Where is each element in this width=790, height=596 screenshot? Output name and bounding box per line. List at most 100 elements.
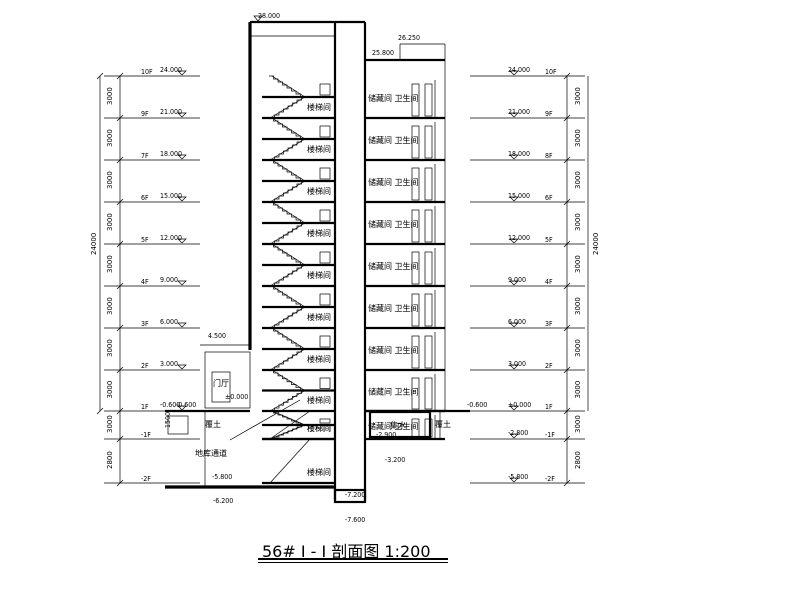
small-dim-label: 1500 — [164, 412, 172, 428]
right-dim-label: 3000 — [574, 339, 582, 357]
left-floor-label: 2F — [141, 362, 149, 370]
right-dim-label: 3000 — [574, 87, 582, 105]
dim-tick — [563, 72, 571, 80]
right-floor-label: -1F — [545, 431, 555, 439]
stair-stringer — [269, 424, 306, 440]
left-floor-label: -1F — [141, 431, 151, 439]
right-floor-label: 6F — [545, 194, 553, 202]
stair-opening — [319, 167, 331, 180]
window-frame — [411, 83, 420, 117]
soil-label-left: 覆土 — [205, 419, 221, 429]
window-frame — [424, 125, 433, 159]
elev-marker — [509, 70, 519, 76]
elev-marker — [177, 238, 187, 244]
dim-tick — [563, 435, 571, 443]
left-dim-label: 3000 — [106, 255, 114, 273]
dim-tick — [116, 324, 124, 332]
dim-tick — [116, 407, 124, 415]
stair-stringer — [269, 222, 306, 245]
room-label: 储藏间 卫生间 — [368, 345, 419, 355]
stair-stringer — [269, 96, 306, 119]
soil-label-right: 覆土 — [435, 419, 451, 429]
right-elev-label: 9.000 — [508, 276, 526, 284]
right-total-dim: 24000 — [592, 233, 600, 255]
left-dim-label: 3000 — [106, 339, 114, 357]
window-frame — [411, 125, 420, 159]
entrance-frame — [204, 351, 251, 409]
left-floor-label: 5F — [141, 236, 149, 244]
right-dim-label: 3000 — [574, 381, 582, 399]
window-frame — [411, 167, 420, 201]
dim-tick — [563, 324, 571, 332]
room-label: 储藏间 卫生间 — [368, 261, 419, 271]
elev-marker — [177, 70, 187, 76]
dim-tick — [563, 407, 571, 415]
door-label: 门厅 — [213, 378, 229, 388]
stair-stringer — [269, 306, 306, 329]
left-floor-label: 4F — [141, 278, 149, 286]
entry-low-elevation: -0.600 — [176, 401, 196, 409]
left-floor-label: 7F — [141, 152, 149, 160]
right-pit-elevation: -2.900 — [376, 431, 396, 439]
dim-tick — [116, 72, 124, 80]
stair-low-elevation: -5.800 — [212, 473, 232, 481]
dim-tick — [116, 282, 124, 290]
stair-stringer — [269, 180, 306, 203]
right-dim-label: 3000 — [574, 213, 582, 231]
basement-low-elevation: -6.200 — [213, 497, 233, 505]
dim-tick — [116, 156, 124, 164]
left-floor-label: 3F — [141, 320, 149, 328]
canopy-elevation: 4.500 — [208, 332, 226, 340]
elev-marker — [177, 280, 187, 286]
stair-stringer — [271, 159, 306, 182]
left-floor-label: 6F — [141, 194, 149, 202]
elev-marker — [509, 154, 519, 160]
dim-tick — [116, 240, 124, 248]
passage-label: 地库通道 — [195, 448, 227, 458]
stair-flight — [269, 327, 305, 350]
left-floor-label: -2F — [141, 475, 151, 483]
basement-stair-stringer — [269, 410, 311, 440]
dim-tick — [96, 407, 104, 415]
stair-room-label: 楼梯间 — [307, 144, 331, 154]
elev-marker — [509, 238, 519, 244]
stair-stringer — [271, 327, 306, 350]
stair-flight — [269, 369, 305, 391]
stair-opening — [319, 293, 331, 306]
dim-tick — [116, 435, 124, 443]
stair-stringer — [271, 75, 306, 98]
left-elev-label: 18.000 — [160, 150, 182, 158]
elev-marker — [509, 364, 519, 370]
dim-tick — [563, 240, 571, 248]
left-elev-label: 6.000 — [160, 318, 178, 326]
window-frame — [424, 251, 433, 285]
dim-tick — [96, 72, 104, 80]
elev-marker — [509, 196, 519, 202]
left-elev-label: 12.000 — [160, 234, 182, 242]
dim-tick — [563, 479, 571, 487]
right-floor-label: -2F — [545, 475, 555, 483]
right-floor-label: 9F — [545, 110, 553, 118]
elev-marker — [177, 154, 187, 160]
left-dim-label: 3000 — [106, 171, 114, 189]
roof-elevation-b: 26.250 — [398, 34, 420, 42]
right-dim-label: 3000 — [574, 129, 582, 147]
right-elev-label: 15.000 — [508, 192, 530, 200]
elev-marker — [177, 405, 187, 411]
dim-tick — [563, 282, 571, 290]
dim-tick — [116, 114, 124, 122]
right-elev-label: 24.000 — [508, 66, 530, 74]
dim-tick — [116, 198, 124, 206]
left-dim-label: 3000 — [106, 87, 114, 105]
room-label: 储藏间 卫生间 — [368, 303, 419, 313]
stair-flight — [269, 75, 305, 98]
roof-elevation-a: 25.800 — [372, 49, 394, 57]
basement-stair-stringer — [269, 438, 311, 484]
right-floor-label: 8F — [545, 152, 553, 160]
elev-marker — [253, 15, 263, 22]
stair-flight — [269, 243, 305, 266]
stair-stringer — [271, 369, 306, 391]
right-base-elevation: -3.200 — [385, 456, 405, 464]
ramp-line — [229, 399, 301, 441]
